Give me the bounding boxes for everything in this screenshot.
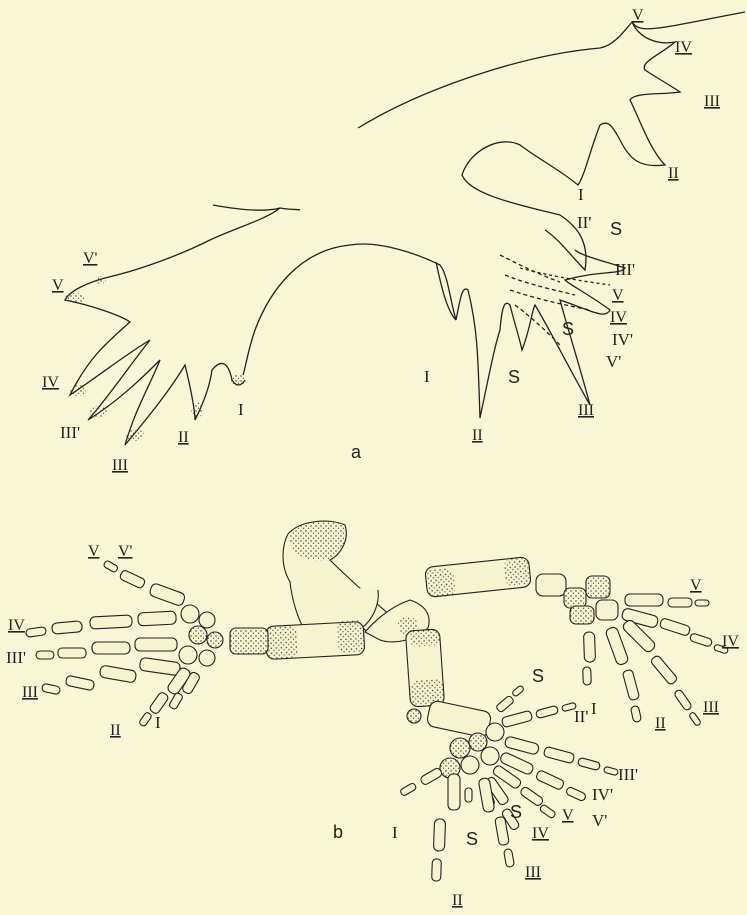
panel-b-label: b — [333, 822, 343, 842]
panel-a-drawing — [65, 12, 745, 445]
b-left-V: V — [88, 543, 100, 560]
b-right-low-V: V — [562, 807, 574, 824]
b-left-II: II — [110, 722, 121, 739]
panel-a-label: a — [351, 442, 362, 462]
b-right-low-V-prime: V' — [592, 811, 607, 830]
b-right-low-IV-prime: IV' — [592, 785, 613, 804]
a-right-up-IV: IV — [675, 39, 692, 56]
b-left-III: III — [22, 684, 38, 701]
b-left-V-prime: V' — [118, 543, 133, 560]
b-left-IV: IV — [8, 617, 25, 634]
panel-b-drawing — [26, 521, 729, 881]
a-right-up-III: III — [704, 93, 720, 110]
a-right-low-III: III — [578, 402, 594, 419]
b-right-up-II: II — [655, 715, 666, 732]
b-right-low-S2: S — [510, 802, 522, 822]
a-left-II: II — [178, 429, 189, 446]
a-right-low-S3: S — [508, 367, 520, 387]
b-right-up-III: III — [703, 699, 719, 716]
b-right-low-S3: S — [466, 829, 478, 849]
b-right-low-IV: IV — [532, 825, 549, 842]
b-right-low-I: I — [392, 823, 398, 842]
a-right-low-S2: S — [562, 319, 574, 339]
a-right-low-IV-prime: IV' — [612, 330, 633, 349]
b-right-low-II: II — [452, 892, 463, 909]
a-right-up-V: V — [632, 7, 644, 24]
b-right-up-I: I — [591, 699, 597, 718]
b-left-III-prime: III' — [6, 648, 26, 667]
a-right-low-V: V — [612, 287, 624, 304]
a-left-V-prime: V' — [83, 250, 98, 267]
a-right-low-IV: IV — [610, 309, 627, 326]
b-right-low-II-prime: II' — [574, 707, 588, 726]
b-right-low-III-prime: III' — [618, 765, 638, 784]
b-right-up-V: V — [690, 577, 702, 594]
a-left-V: V — [52, 277, 64, 294]
panel-a-labels: V' V IV III' III II I V IV III II I II' … — [42, 7, 720, 474]
a-right-low-II: II — [472, 427, 483, 444]
b-left-I: I — [155, 713, 161, 732]
a-left-I: I — [238, 400, 244, 419]
a-right-low-S1: S — [610, 219, 622, 239]
a-right-low-I: I — [578, 185, 584, 204]
a-right-low-V-prime: V' — [606, 352, 621, 371]
a-right-up-II: II — [668, 165, 679, 182]
a-right-low-III-prime: III' — [615, 260, 635, 279]
a-left-III-prime: III' — [60, 423, 80, 442]
b-right-up-IV: IV — [722, 633, 739, 650]
b-right-low-III: III — [525, 864, 541, 881]
a-left-IV: IV — [42, 374, 59, 391]
a-right-low-II-prime: II' — [577, 213, 591, 232]
b-right-low-S1: S — [532, 666, 544, 686]
a-right-low-I-2: I — [424, 367, 430, 386]
a-left-III: III — [112, 457, 128, 474]
